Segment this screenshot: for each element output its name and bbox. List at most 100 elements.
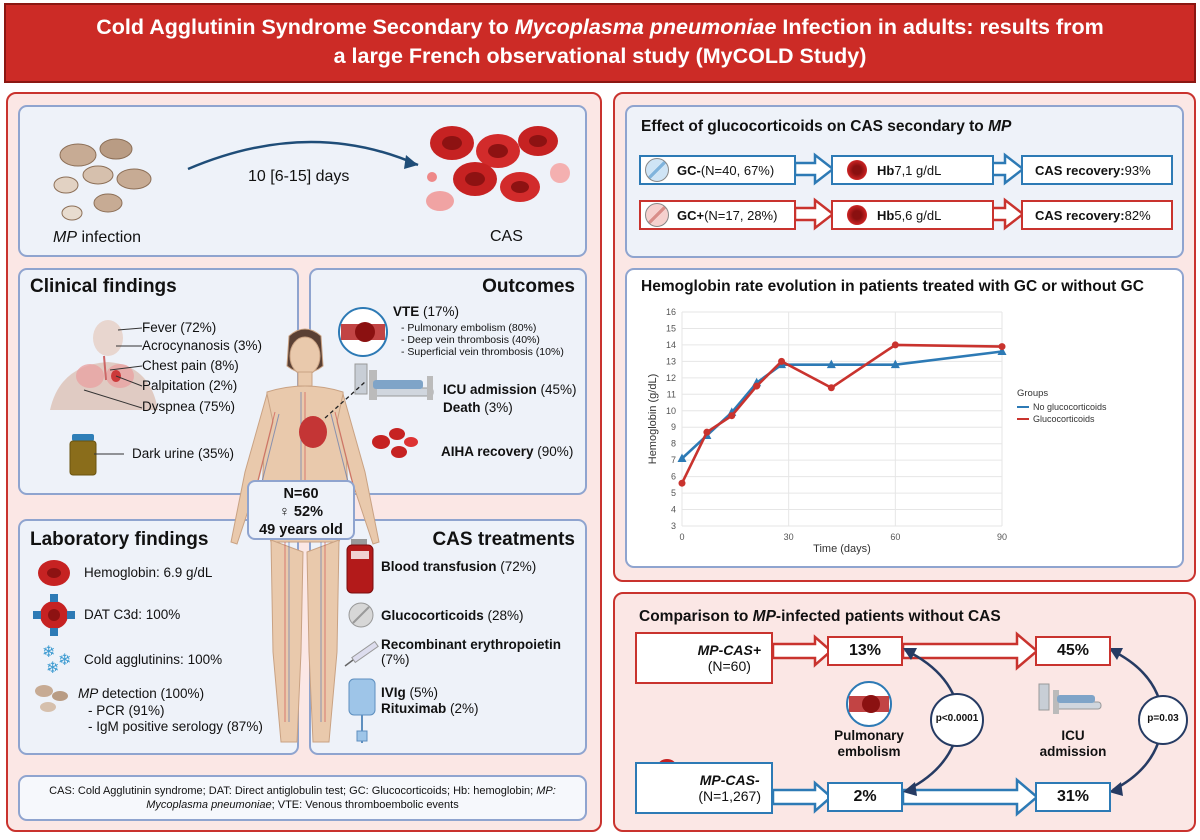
pulmonary-embolism-icon	[846, 681, 892, 727]
y-tick-label: 3	[671, 521, 676, 531]
gc-minus-box: GC- (N=40, 67%)	[639, 155, 796, 185]
vte-item-dvt: - Deep vein thrombosis (40%)	[401, 334, 540, 346]
page-title: Cold Agglutinin Syndrome Secondary to My…	[4, 3, 1196, 83]
pcr-lab: - PCR (91%)	[88, 703, 165, 718]
chart-panel: Hemoglobin rate evolution in patients tr…	[625, 268, 1184, 568]
y-tick-label: 10	[666, 406, 676, 416]
p-value-pe: p<0.0001	[935, 713, 979, 724]
timeline-arrow	[187, 140, 419, 171]
y-tick-label: 12	[666, 373, 676, 383]
dat-icon	[33, 594, 75, 636]
delay-label: 10 [6-15] days	[248, 168, 350, 185]
data-point-gc	[728, 412, 736, 420]
patient-coughing-icon	[50, 320, 158, 410]
mp-small-icon	[35, 685, 68, 712]
rbc-small-icon	[372, 428, 418, 458]
hb-plus-box: Hb 5,6 g/dL	[831, 200, 994, 230]
transfusion-item: Blood transfusion (72%)	[381, 559, 537, 574]
mycoplasma-icon	[53, 138, 152, 221]
pe-minus-value: 2%	[827, 782, 903, 812]
gc-effect-heading: Effect of glucocorticoids on CAS seconda…	[641, 118, 1012, 135]
outcomes-heading: Outcomes	[482, 276, 575, 297]
data-point-gc	[778, 357, 786, 365]
icu-outcome: ICU admission (45%)	[443, 382, 577, 397]
mp-infection-label: MP infection	[53, 229, 142, 246]
timeline-panel: MP infection 10 [6-15] days CAS	[18, 105, 587, 257]
rbc-icon	[847, 160, 867, 180]
death-outcome: Death (3%)	[443, 400, 513, 415]
pill-blue-icon	[645, 158, 669, 182]
series-line-gc	[680, 343, 1003, 484]
legend-entry: Glucocorticoids	[1033, 414, 1095, 424]
footnote-line2: Mycoplasma pneumoniae; VTE: Venous throm…	[146, 799, 459, 811]
cas-label: CAS	[490, 228, 523, 245]
x-tick-label: 30	[784, 532, 794, 542]
icu-plus-value: 45%	[1035, 636, 1111, 666]
title-italic: Mycoplasma pneumoniae	[514, 15, 777, 39]
data-point-no-gc	[997, 346, 1007, 356]
y-axis-label: Hemoglobin (g/dL)	[647, 374, 659, 465]
y-tick-label: 14	[666, 340, 676, 350]
rituximab-item: Rituximab (2%)	[381, 701, 479, 716]
vte-item-svt: - Superficial vein thrombosis (10%)	[401, 346, 564, 358]
gc-effect-panel: Effect of glucocorticoids on CAS seconda…	[625, 105, 1184, 258]
x-tick-label: 0	[679, 532, 684, 542]
patient-age: 49 years old	[259, 522, 343, 538]
y-tick-label: 11	[667, 389, 676, 399]
gc-plus-box: GC+ (N=17, 28%)	[639, 200, 796, 230]
footnote-panel: CAS: Cold Agglutinin syndrome; DAT: Dire…	[18, 775, 587, 821]
icu-bed-icon	[354, 363, 434, 400]
y-tick-label: 6	[671, 472, 676, 482]
acrocyanosis-item: Acrocynanosis (3%)	[142, 338, 263, 353]
patient-n: N=60	[283, 486, 319, 502]
recovery-plus-box: CAS recovery: 82%	[1021, 200, 1173, 230]
cas-plus-box: MP-CAS+(N=60)	[635, 632, 773, 684]
gc-arrows	[793, 152, 1026, 231]
snowflake-icon: ❄❄❄	[42, 644, 71, 677]
recovery-minus-box: CAS recovery: 93%	[1021, 155, 1173, 185]
syringe-icon	[344, 640, 379, 667]
footnote-line1: CAS: Cold Agglutinin syndrome; DAT: Dire…	[49, 785, 556, 797]
patient-summary-box: N=60 ♀ 52% 49 years old	[247, 480, 355, 540]
data-point-no-gc	[677, 453, 687, 463]
data-point-no-gc	[890, 359, 900, 369]
legend-title: Groups	[1017, 388, 1048, 399]
p-value-icu: p=0.03	[1147, 713, 1179, 724]
mp-detection-lab: MP detection (100%)	[78, 686, 205, 701]
aiha-outcome: AIHA recovery (90%)	[441, 444, 574, 459]
thrombus-icon	[338, 307, 388, 357]
dark-urine-item: Dark urine (35%)	[132, 446, 235, 461]
hb-minus-box: Hb 7,1 g/dL	[831, 155, 994, 185]
data-point-gc	[703, 428, 711, 436]
lab-graphics: ❄❄❄	[33, 560, 75, 712]
y-tick-label: 13	[666, 356, 676, 366]
vte-title: VTE (17%)	[393, 304, 460, 319]
data-point-gc	[998, 343, 1006, 351]
timeline-graphics	[53, 126, 570, 221]
y-tick-label: 7	[671, 455, 676, 465]
pe-plus-value: 13%	[827, 636, 903, 666]
comparison-heading: Comparison to MP-infected patients witho…	[639, 608, 1001, 625]
title-part2: Infection in adults: results from	[776, 15, 1104, 39]
dyspnea-item: Dyspnea (75%)	[142, 399, 236, 414]
clinical-graphics	[50, 320, 158, 476]
palpitation-item: Palpitation (2%)	[142, 378, 238, 393]
y-tick-label: 16	[666, 307, 676, 317]
outcomes-graphics	[338, 307, 434, 458]
rbc-icon	[38, 560, 70, 586]
lab-heading: Laboratory findings	[30, 529, 209, 550]
lab-panel: Laboratory findings ❄❄❄ Hemoglobin: 6.9 …	[18, 519, 299, 755]
cold-agglutinins-lab: Cold agglutinins: 100%	[84, 652, 223, 667]
hemoglobin-lab: Hemoglobin: 6.9 g/dL	[84, 565, 213, 580]
vte-list: - Pulmonary embolism (80%) - Deep vein t…	[401, 322, 564, 358]
data-point-gc	[678, 479, 686, 487]
treatments-graphics	[344, 539, 379, 743]
cas-minus-box: MP-CAS-(N=1,267)	[635, 762, 773, 814]
urine-jar-icon	[69, 434, 124, 476]
epo-item: Recombinant erythropoietin (7%)	[381, 637, 562, 667]
clinical-heading: Clinical findings	[30, 276, 177, 297]
data-point-no-gc	[826, 359, 836, 369]
y-tick-label: 15	[666, 323, 676, 333]
